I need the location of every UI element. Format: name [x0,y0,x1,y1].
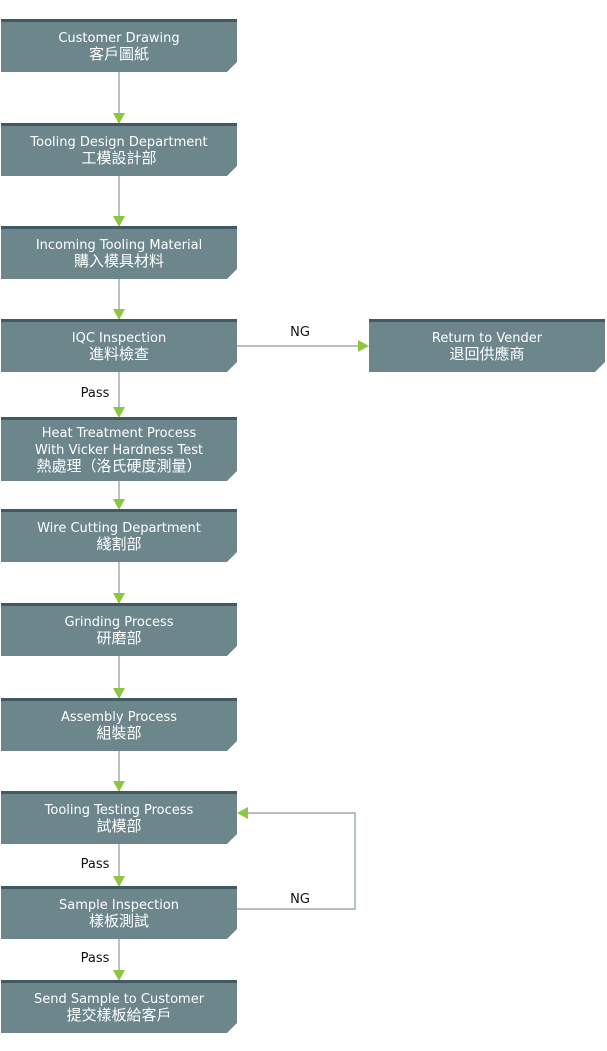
box-shape [1,980,237,1033]
edge-wire-cutting-to-grinding [113,562,125,604]
sample-ng-label: NG [290,892,310,907]
edge-tooling-testing-to-sample-inspection [113,844,125,887]
box-label-zh: 組裝部 [96,724,141,742]
arrow-head [113,407,125,418]
box-shape [1,226,237,279]
box-top-border [1,791,237,794]
box-top-border [1,123,237,126]
box-top-border [1,980,237,983]
arrow-head [113,113,125,124]
box-label-zh: 客戶圖紙 [89,45,149,63]
box-label-zh: 試模部 [96,817,141,835]
box-label-zh: 樣板測試 [89,912,149,930]
box-top-border [1,509,237,512]
box-top-border [1,886,237,889]
box-label-en: Return to Vender [432,331,543,346]
box-label-en: Heat Treatment Process [42,426,197,441]
box-label-zh: 工模設計部 [81,149,156,167]
box-shape [1,509,237,562]
box-label-en: Tooling Design Department [29,135,207,150]
box-label-en: Sample Inspection [59,898,179,913]
box-label-en: Customer Drawing [58,31,179,46]
box-label-en: Send Sample to Customer [34,992,205,1007]
box-label-en: Grinding Process [64,615,173,630]
arrow-head [113,309,125,320]
arrow-head [113,781,125,792]
box-top-border [1,19,237,22]
box-shape [1,319,237,372]
connectors [113,72,369,981]
box-label-en: Assembly Process [61,710,177,725]
arrow-head [113,593,125,604]
box-label-en: Tooling Testing Process [44,803,194,818]
box-label-zh: 進料檢查 [89,345,149,363]
box-shape [1,123,237,176]
box-label-zh: 提交樣板給客戶 [66,1006,171,1024]
edge-iqc-ng-to-return-vender [237,340,369,352]
box-top-border [1,319,237,322]
box-label-zh: 購入模具材料 [74,252,164,270]
box-label-en: Incoming Tooling Material [36,238,202,253]
sample-pass-label: Pass [81,951,110,966]
box-shape [1,698,237,751]
arrow-head [113,499,125,510]
box-label-en: Wire Cutting Department [37,521,201,536]
edge-iqc-inspection-to-heat-treatment [113,372,125,418]
edge-sample-ng-to-tooling-testing [237,807,356,910]
arrow-head [113,876,125,887]
box-shape [1,886,237,939]
box-label-en2: With Vicker Hardness Test [35,443,203,458]
box-top-border [369,319,605,322]
edge-sample-inspection-to-send-sample [113,939,125,981]
arrow-head [113,970,125,981]
testing-pass-label: Pass [81,857,110,872]
edge-tooling-design-to-incoming-material [113,176,125,227]
box-label-zh: 研磨部 [96,629,141,647]
edge-heat-treatment-to-wire-cutting [113,481,125,510]
box-label-en: IQC Inspection [72,331,166,346]
box-shape [1,417,237,481]
connector-line [237,812,356,910]
box-top-border [1,603,237,606]
arrow-head [113,216,125,227]
box-top-border [1,698,237,701]
box-top-border [1,226,237,229]
box-shape [1,603,237,656]
box-label-zh: 綫割部 [96,535,141,553]
iqc-pass-label: Pass [81,386,110,401]
edge-assembly-to-tooling-testing [113,751,125,792]
edge-customer-drawing-to-tooling-design [113,72,125,124]
box-label-zh: 熱處理（洛氏硬度測量） [36,457,201,475]
arrow-head [113,688,125,699]
iqc-ng-label: NG [290,325,310,340]
box-label-zh: 退回供應商 [449,345,524,363]
box-shape [1,19,237,72]
edge-grinding-to-assembly [113,656,125,699]
arrow-head [358,340,369,352]
edge-incoming-material-to-iqc-inspection [113,279,125,320]
box-shape [369,319,605,372]
arrow-head [237,807,248,819]
box-top-border [1,417,237,420]
box-shape [1,791,237,844]
